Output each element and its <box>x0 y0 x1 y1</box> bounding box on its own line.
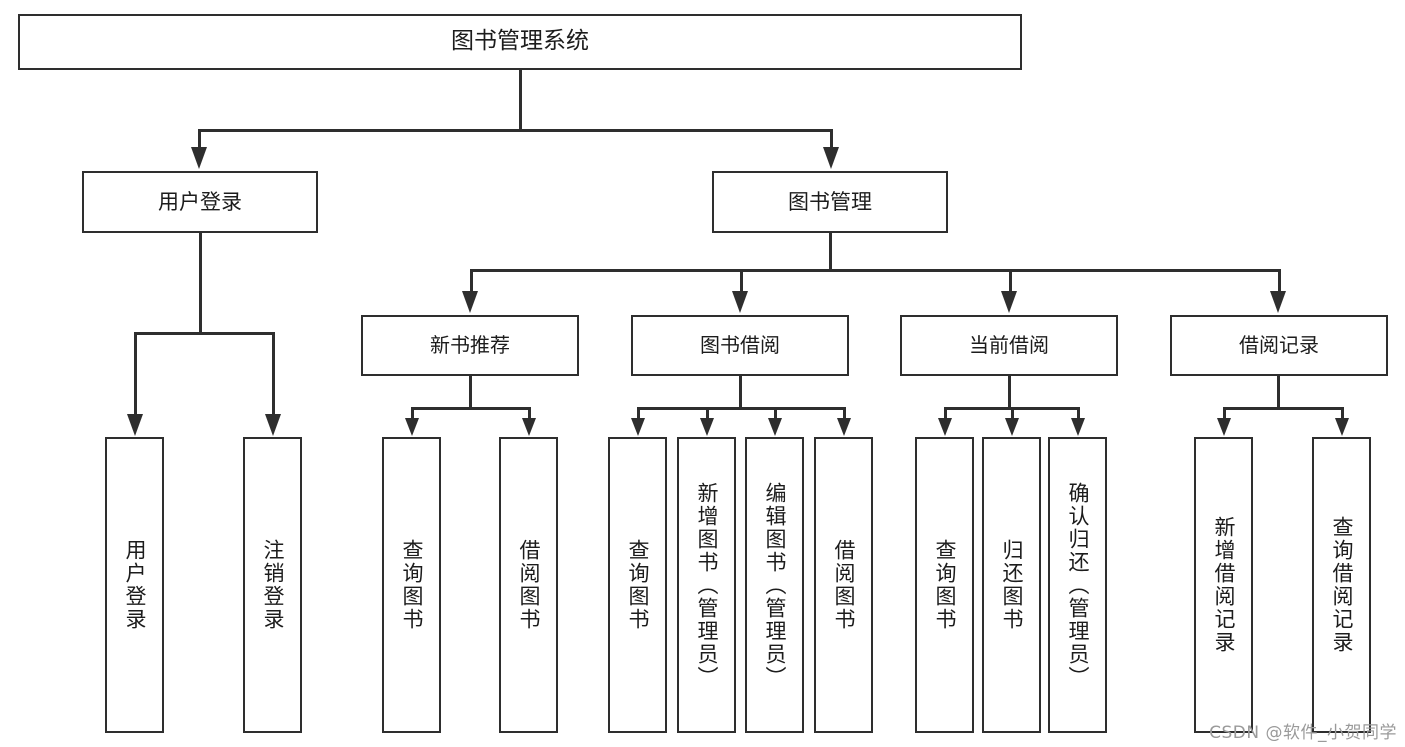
leaf-add-book-admin[interactable]: 新增图书（管理员） <box>677 437 736 733</box>
node-label: 借阅图书 <box>832 539 856 631</box>
connector-current-borrow-stem <box>1008 376 1011 409</box>
arrow-to-leaf-query-book-2 <box>631 418 645 436</box>
leaf-user-login[interactable]: 用户登录 <box>105 437 164 733</box>
node-label: 编辑图书（管理员） <box>763 481 787 689</box>
arrow-to-current-borrow <box>1001 291 1017 313</box>
connector-book-borrow-drop-1 <box>637 407 640 419</box>
node-label: 借阅记录 <box>1239 332 1319 357</box>
node-borrow-record[interactable]: 借阅记录 <box>1170 315 1388 376</box>
connector-user-login-stem <box>199 233 202 333</box>
connector-current-borrow-bus <box>944 407 1077 410</box>
connector-book-borrow-bus <box>637 407 843 410</box>
node-book-borrow[interactable]: 图书借阅 <box>631 315 849 376</box>
arrow-to-leaf-add-record <box>1217 418 1231 436</box>
leaf-return-book[interactable]: 归还图书 <box>982 437 1041 733</box>
leaf-logout[interactable]: 注销登录 <box>243 437 302 733</box>
connector-user-login-drop-2 <box>272 332 275 416</box>
node-label: 确认归还（管理员） <box>1066 481 1090 689</box>
node-label: 图书管理系统 <box>451 28 589 55</box>
arrow-to-leaf-confirm-return <box>1071 418 1085 436</box>
node-label: 借阅图书 <box>517 539 541 631</box>
connector-root-stem <box>519 70 522 130</box>
arrow-to-leaf-borrow-book-1 <box>522 418 536 436</box>
node-label: 新增借阅记录 <box>1212 516 1236 654</box>
node-label: 用户登录 <box>158 189 242 214</box>
arrow-to-book-manage <box>823 147 839 169</box>
connector-level2-drop-4 <box>1278 269 1281 293</box>
connector-level1-bus <box>198 129 832 132</box>
connector-new-book-drop-2 <box>528 407 531 419</box>
csdn-watermark: CSDN @软件_小贺同学 <box>1209 723 1397 743</box>
connector-new-book-stem <box>469 376 472 409</box>
connector-borrow-record-bus <box>1223 407 1342 410</box>
node-label: 查询借阅记录 <box>1330 516 1354 654</box>
node-label: 用户登录 <box>123 539 147 631</box>
node-label: 查询图书 <box>933 539 957 631</box>
arrow-to-new-book-recommend <box>462 291 478 313</box>
node-label: 查询图书 <box>400 539 424 631</box>
node-current-borrow[interactable]: 当前借阅 <box>900 315 1118 376</box>
connector-level2-drop-2 <box>740 269 743 293</box>
node-book-manage[interactable]: 图书管理 <box>712 171 948 233</box>
connector-borrow-record-stem <box>1277 376 1280 409</box>
arrow-to-leaf-query-book-1 <box>405 418 419 436</box>
connector-new-book-bus <box>411 407 528 410</box>
leaf-query-book-borrow[interactable]: 查询图书 <box>608 437 667 733</box>
leaf-query-book-current[interactable]: 查询图书 <box>915 437 974 733</box>
arrow-to-leaf-add-book <box>700 418 714 436</box>
connector-user-login-drop-1 <box>134 332 137 416</box>
arrow-to-leaf-logout <box>265 414 281 436</box>
connector-current-borrow-drop-1 <box>944 407 947 419</box>
node-label: 新书推荐 <box>430 332 510 357</box>
connector-new-book-drop-1 <box>411 407 414 419</box>
arrow-to-borrow-record <box>1270 291 1286 313</box>
connector-user-login-bus <box>134 332 272 335</box>
connector-level2-bus <box>470 269 1279 272</box>
arrow-to-leaf-query-record <box>1335 418 1349 436</box>
node-root-system[interactable]: 图书管理系统 <box>18 14 1022 70</box>
connector-level2-drop-1 <box>470 269 473 293</box>
node-label: 注销登录 <box>261 539 285 631</box>
leaf-add-borrow-record[interactable]: 新增借阅记录 <box>1194 437 1253 733</box>
node-label: 归还图书 <box>1000 539 1024 631</box>
connector-book-borrow-drop-2 <box>706 407 709 419</box>
connector-level1-drop-book-manage <box>830 129 833 149</box>
arrow-to-leaf-edit-book <box>768 418 782 436</box>
connector-book-borrow-drop-3 <box>774 407 777 419</box>
leaf-query-book-recommend[interactable]: 查询图书 <box>382 437 441 733</box>
leaf-borrow-book[interactable]: 借阅图书 <box>814 437 873 733</box>
leaf-confirm-return-admin[interactable]: 确认归还（管理员） <box>1048 437 1107 733</box>
leaf-borrow-book-recommend[interactable]: 借阅图书 <box>499 437 558 733</box>
arrow-to-leaf-query-book-3 <box>938 418 952 436</box>
node-new-book-recommend[interactable]: 新书推荐 <box>361 315 579 376</box>
arrow-to-leaf-user-login <box>127 414 143 436</box>
arrow-to-leaf-borrow-book-2 <box>837 418 851 436</box>
leaf-query-borrow-record[interactable]: 查询借阅记录 <box>1312 437 1371 733</box>
connector-borrow-record-drop-1 <box>1223 407 1226 419</box>
node-label: 当前借阅 <box>969 332 1049 357</box>
connector-book-borrow-stem <box>739 376 742 409</box>
connector-book-borrow-drop-4 <box>843 407 846 419</box>
node-label: 查询图书 <box>626 539 650 631</box>
connector-borrow-record-drop-2 <box>1341 407 1344 419</box>
arrow-to-user-login <box>191 147 207 169</box>
node-label: 新增图书（管理员） <box>695 481 719 689</box>
node-user-login[interactable]: 用户登录 <box>82 171 318 233</box>
node-label: 图书借阅 <box>700 332 780 357</box>
arrow-to-leaf-return-book <box>1005 418 1019 436</box>
connector-current-borrow-drop-3 <box>1077 407 1080 419</box>
connector-level1-drop-user-login <box>198 129 201 149</box>
node-label: 图书管理 <box>788 189 872 214</box>
arrow-to-book-borrow <box>732 291 748 313</box>
connector-level2-drop-3 <box>1009 269 1012 293</box>
leaf-edit-book-admin[interactable]: 编辑图书（管理员） <box>745 437 804 733</box>
connector-book-manage-stem <box>829 233 832 271</box>
connector-current-borrow-drop-2 <box>1011 407 1014 419</box>
